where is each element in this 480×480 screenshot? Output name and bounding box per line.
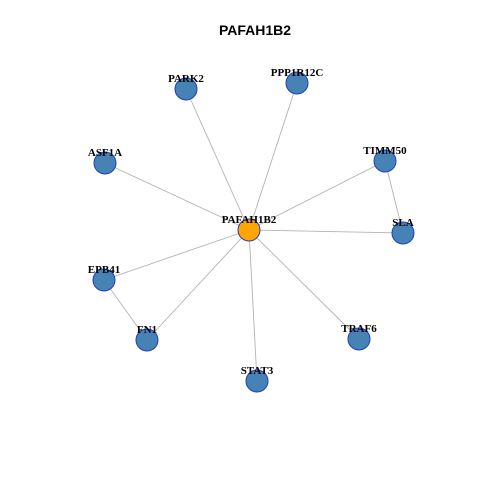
node-label-timm50: TIMM50 (363, 145, 407, 157)
edge-pafah1b2-ppp1r12c (248, 82, 298, 231)
node-label-stat3: STAT3 (241, 365, 274, 377)
node-sla (391, 221, 415, 245)
node-layer (92, 71, 415, 393)
node-epb41 (92, 268, 116, 292)
edge-pafah1b2-timm50 (248, 160, 386, 231)
node-pafah1b2 (237, 218, 261, 242)
edge-pafah1b2-epb41 (103, 229, 250, 281)
edge-layer (103, 82, 404, 382)
node-traf6 (347, 327, 371, 351)
node-label-park2: PARK2 (168, 73, 204, 85)
edge-pafah1b2-stat3 (248, 229, 258, 382)
node-stat3 (245, 369, 269, 393)
node-label-ppp1r12c: PPP1R12C (271, 67, 324, 79)
edge-pafah1b2-park2 (185, 88, 250, 231)
node-timm50 (373, 149, 397, 173)
node-label-fn1: FN1 (137, 324, 157, 336)
node-ppp1r12c (285, 71, 309, 95)
edge-pafah1b2-traf6 (248, 229, 360, 340)
node-park2 (174, 77, 198, 101)
edge-timm50-sla (384, 160, 404, 234)
node-label-asf1a: ASF1A (88, 147, 122, 159)
node-label-epb41: EPB41 (88, 264, 120, 276)
edge-pafah1b2-asf1a (104, 162, 250, 231)
edge-epb41-fn1 (103, 279, 148, 341)
node-label-sla: SLA (392, 217, 413, 229)
edge-pafah1b2-sla (248, 229, 404, 234)
node-label-pafah1b2: PAFAH1B2 (222, 214, 277, 226)
node-asf1a (93, 151, 117, 175)
node-label-traf6: TRAF6 (341, 323, 377, 335)
node-fn1 (135, 328, 159, 352)
diagram-title: PAFAH1B2 (219, 22, 291, 38)
edge-pafah1b2-fn1 (146, 229, 250, 341)
